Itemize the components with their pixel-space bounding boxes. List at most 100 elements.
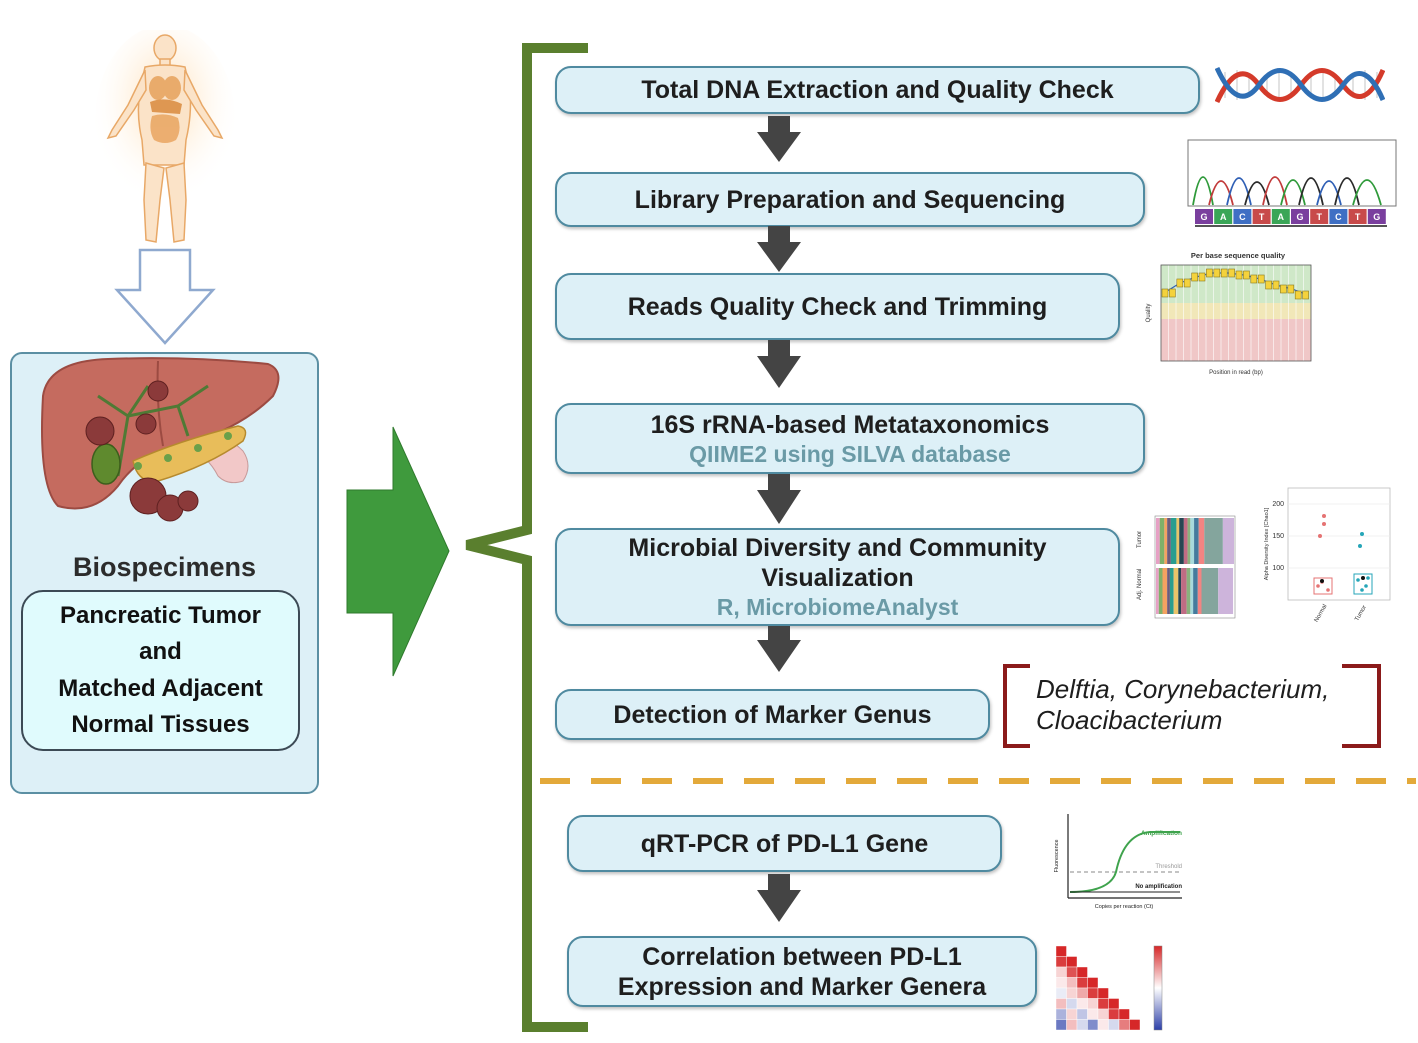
heatmap-cell [1097, 1008, 1109, 1020]
diversity-ytick: 150 [1272, 533, 1284, 540]
base-letter: T [1259, 212, 1265, 222]
diversity-boxplot-thumbnail: 200 150 100 Alpha Diversity Index [Chao1… [1264, 487, 1391, 624]
quality-box [1220, 268, 1228, 278]
quality-box [1191, 272, 1198, 282]
base-tile [1348, 209, 1367, 224]
liver-pancreas-illustration [41, 357, 280, 522]
base-tile [1195, 209, 1213, 224]
step-title: Visualization [761, 564, 914, 592]
down-arrow [757, 226, 801, 272]
qpcr-xlabel: Copies per reaction (Ct) [1095, 904, 1154, 910]
stacked-segment [1186, 568, 1191, 614]
quality-box [1228, 268, 1235, 278]
quality-box [1183, 278, 1191, 288]
stacked-segment [1193, 568, 1198, 614]
heatmap-cell [1055, 998, 1067, 1010]
step-title: Detection of Marker Genus [613, 700, 932, 729]
stacked-segment [1201, 568, 1219, 614]
stacked-bar-row-label: Tumor [1137, 531, 1143, 548]
quality-box [1235, 270, 1243, 280]
quality-box [1206, 268, 1213, 278]
stacked-segment [1181, 568, 1187, 614]
down-arrow [757, 626, 801, 672]
quality-box [1294, 290, 1302, 300]
quality-box [1213, 268, 1221, 278]
quality-box [1265, 280, 1272, 290]
stacked-segment [1167, 568, 1170, 614]
stacked-segment [1218, 568, 1234, 614]
stacked-segment [1159, 518, 1165, 564]
marker-genera-text: Delftia, Corynebacterium, Cloacibacteriu… [1036, 674, 1329, 736]
quality-box [1169, 288, 1176, 298]
base-letter: C [1239, 212, 1246, 222]
step-subtitle: QIIME2 using SILVA database [689, 440, 1011, 467]
heatmap-cell [1076, 977, 1088, 989]
heatmap-cell [1055, 987, 1067, 999]
heatmap-cell [1118, 1019, 1130, 1031]
heatmap-cell [1066, 1019, 1078, 1031]
down-arrow [757, 474, 801, 524]
diversity-xtick: Tumor [1354, 605, 1368, 623]
quality-box [1287, 284, 1295, 294]
base-letter: G [1200, 212, 1207, 222]
heatmap-cell [1087, 1008, 1099, 1020]
stacked-segment [1222, 518, 1234, 564]
heatmap-cell [1055, 956, 1067, 968]
base-tile [1367, 209, 1386, 224]
stacked-segment [1187, 518, 1191, 564]
biospecimens-line: and [139, 638, 182, 665]
base-tile [1271, 209, 1290, 224]
base-tile [1310, 209, 1329, 224]
quality-box [1198, 272, 1206, 282]
step-marker-genus: Detection of Marker Genus [555, 689, 990, 740]
dashed-divider [540, 778, 1416, 784]
quality-box [1272, 280, 1280, 290]
heatmap-cell [1055, 1008, 1067, 1020]
big-green-arrow [346, 426, 450, 677]
stacked-bar-row-label: Adj. Normal [1137, 569, 1143, 600]
stacked-segment [1162, 568, 1168, 614]
quality-box [1176, 278, 1184, 288]
stacked-segment [1183, 518, 1188, 564]
marker-genera-line: Delftia, Corynebacterium, [1036, 674, 1330, 704]
diversity-xtick: Normal [1314, 604, 1329, 624]
heatmap-cell [1076, 987, 1088, 999]
base-tile [1233, 209, 1252, 224]
step-title: Reads Quality Check and Trimming [627, 292, 1048, 321]
qpcr-ylabel: Fluorescence [1054, 839, 1060, 872]
down-arrow [757, 340, 801, 388]
green-bracket [465, 43, 588, 1032]
heatmap-cell [1097, 987, 1109, 999]
down-arrow [757, 874, 801, 922]
base-letter: T [1316, 212, 1322, 222]
step-title: 16S rRNA-based Metataxonomics [650, 410, 1050, 439]
stacked-segment [1198, 518, 1205, 564]
biospecimens-box: Pancreatic Tumor and Matched Adjacent No… [21, 590, 300, 751]
heatmap-cell [1097, 998, 1109, 1010]
stacked-segment [1164, 518, 1168, 564]
stacked-segment [1176, 518, 1180, 564]
heatmap-cell [1076, 966, 1088, 978]
heatmap-cell [1129, 1019, 1141, 1031]
stacked-segment [1179, 518, 1184, 564]
quality-plot-xlabel: Position in read (bp) [1209, 370, 1263, 376]
dna-helix-icon [1215, 66, 1385, 104]
biospecimens-line: Normal Tissues [71, 711, 250, 738]
base-letter: A [1278, 212, 1285, 222]
heatmap-cell [1108, 998, 1120, 1010]
correlation-heatmap-thumbnail [1055, 945, 1163, 1031]
heatmap-cell [1055, 1019, 1067, 1031]
base-tile [1291, 209, 1309, 224]
down-arrow-hollow [114, 248, 216, 345]
heatmap-cell [1097, 1019, 1109, 1031]
heatmap-cell [1108, 1008, 1120, 1020]
heatmap-cell [1066, 977, 1078, 989]
stacked-segment [1173, 568, 1179, 614]
genus-bracket [1003, 664, 1381, 748]
stacked-segment [1178, 568, 1182, 614]
base-tile [1214, 209, 1233, 224]
stacked-segment [1197, 568, 1202, 614]
base-tile [1252, 209, 1271, 224]
stacked-bar-thumbnail: Tumor Adj. Normal [1137, 515, 1236, 619]
